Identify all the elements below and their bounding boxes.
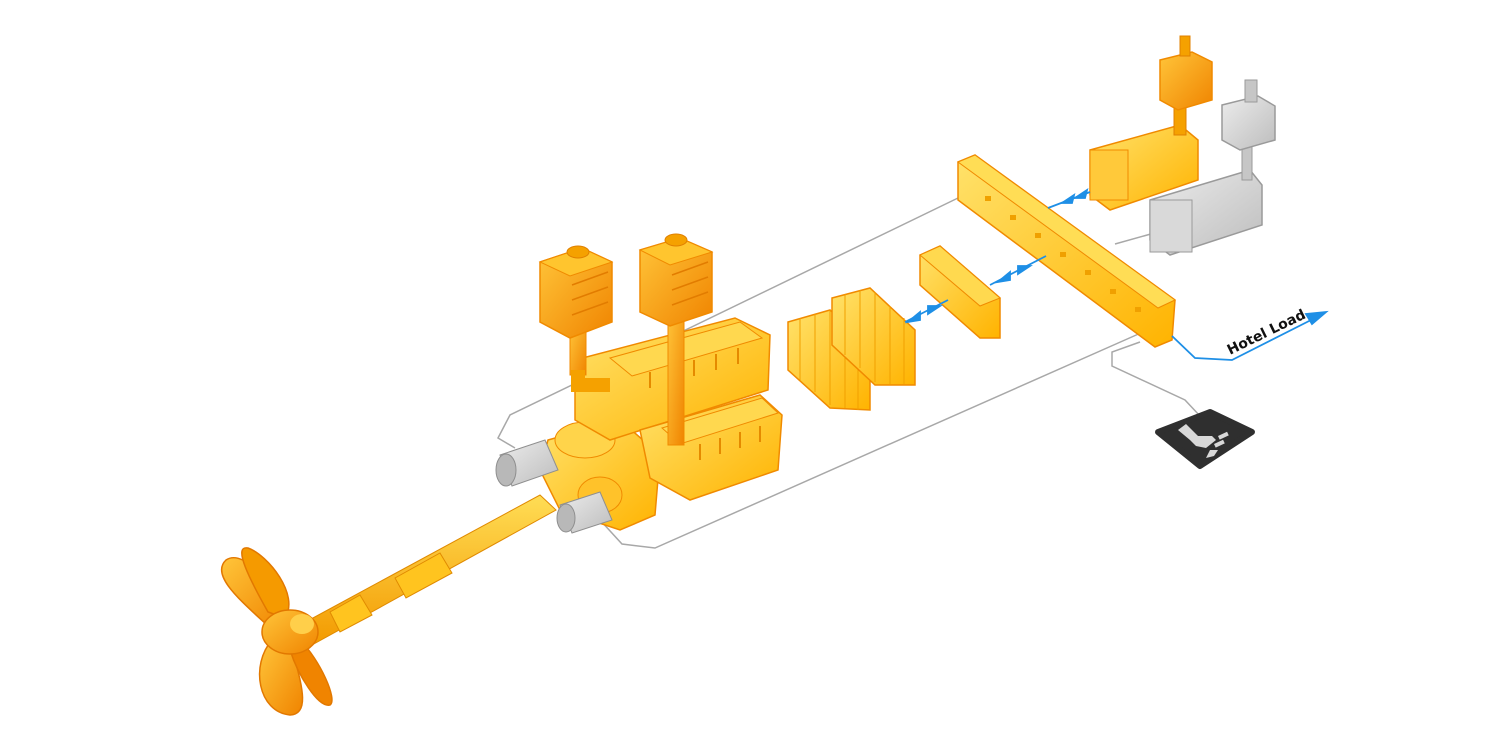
arrow-head xyxy=(1072,187,1089,199)
aux-genset-standby xyxy=(1149,79,1276,256)
arrow-head xyxy=(1017,265,1033,276)
electric-motor-upper xyxy=(495,439,559,487)
hotel-load-arrowhead xyxy=(1304,310,1329,326)
arrow-head xyxy=(1059,192,1076,204)
converter-cabinet xyxy=(919,245,1001,339)
aux-genset xyxy=(1089,35,1213,211)
hotel-load-label: Hotel Load xyxy=(1225,307,1309,359)
plug-icon xyxy=(1155,409,1255,469)
power-flow-arrows xyxy=(904,187,1329,361)
main-engine-exhaust-left xyxy=(538,245,614,392)
wire-lower-loop xyxy=(599,331,1144,549)
wire-shore-power xyxy=(1111,341,1201,417)
propeller xyxy=(220,547,333,716)
arrow-head xyxy=(904,310,921,324)
arrow-head xyxy=(994,270,1011,284)
propeller-shaft xyxy=(299,494,557,646)
arrow-head xyxy=(927,305,943,316)
main-engine-exhaust-right xyxy=(638,233,714,446)
hotel-load-line xyxy=(1171,317,1316,361)
electric-motor-lower xyxy=(556,491,613,534)
main-switchboard xyxy=(956,154,1176,348)
battery-rack-2 xyxy=(831,287,916,386)
wire-main-loop xyxy=(497,197,959,449)
